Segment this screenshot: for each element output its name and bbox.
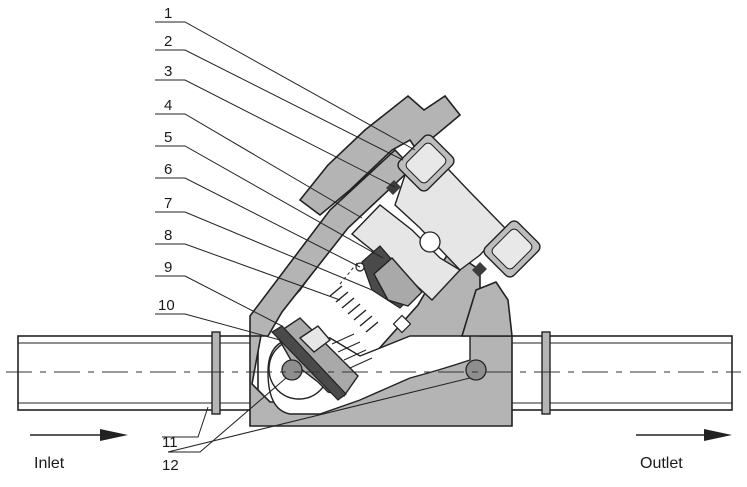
inlet-label: Inlet (34, 455, 65, 472)
callout-2: 2 (164, 33, 172, 50)
outlet-label: Outlet (640, 455, 683, 472)
callout-9: 9 (164, 259, 172, 276)
bonnet-cover (350, 134, 541, 301)
weld-ring-right (541, 331, 551, 415)
pipe-assembly (17, 331, 733, 415)
cover-bolt-lower (483, 220, 541, 278)
weld-ring-left (211, 331, 221, 415)
callout-4: 4 (164, 97, 172, 114)
cover-bore (419, 231, 441, 253)
gasket (386, 180, 487, 277)
callout-10: 10 (158, 297, 175, 314)
callout-5: 5 (164, 129, 172, 146)
callout-1: 1 (164, 5, 172, 22)
callout-6: 6 (164, 161, 172, 178)
inlet-indicator: Inlet (30, 429, 128, 472)
piston-sleeve (373, 257, 423, 307)
disc-retainer (298, 325, 332, 353)
body-right-boss (460, 281, 513, 337)
disc-seat-assembly (271, 317, 373, 401)
callout-3: 3 (164, 63, 172, 80)
callout-7: 7 (164, 195, 172, 212)
pipe-left (17, 335, 259, 411)
spring-stem-assembly (329, 245, 423, 334)
callout-12: 12 (162, 457, 179, 474)
callout-labels: 1 2 3 4 5 6 7 8 9 10 11 12 (158, 5, 179, 474)
cover-bolt-upper (397, 134, 455, 192)
inlet-arrow-head (100, 429, 128, 441)
pipe-right (499, 335, 733, 411)
disc-ribs (331, 333, 373, 369)
outlet-arrow-head (704, 429, 732, 441)
outlet-indicator: Outlet (636, 429, 732, 472)
seat-ring (271, 325, 347, 401)
callout-11: 11 (162, 434, 178, 451)
spring-coils (329, 285, 379, 333)
callout-8: 8 (164, 227, 172, 244)
callout-leaders (155, 21, 471, 453)
guide-nut (392, 314, 412, 334)
plug-left (281, 359, 303, 381)
plug-right (465, 359, 487, 381)
